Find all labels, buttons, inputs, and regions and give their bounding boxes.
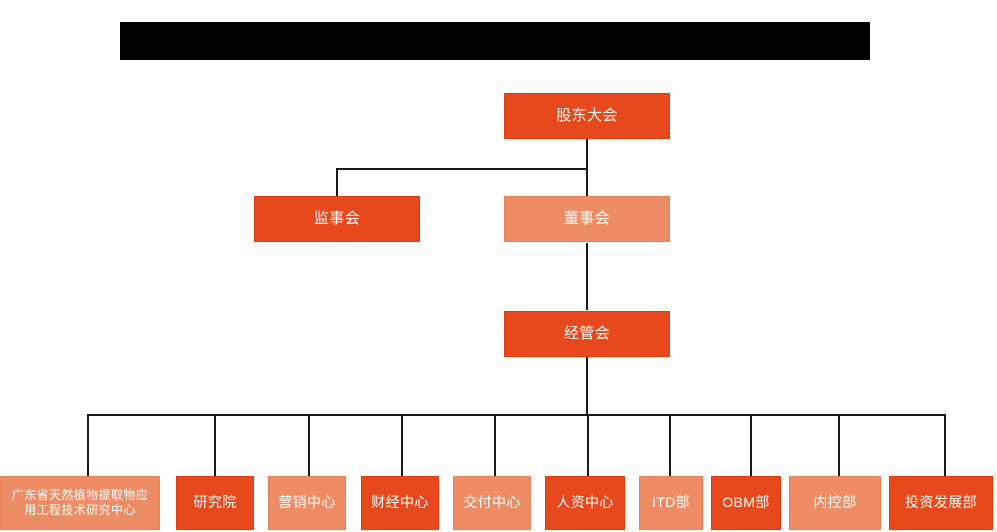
node-hr-center[interactable]: 人资中心: [545, 476, 625, 530]
connector-directors-up: [586, 168, 588, 196]
connector-supervisors-up: [336, 168, 338, 196]
connector-drop-itd-dept: [669, 414, 671, 476]
node-finance-center[interactable]: 财经中心: [361, 476, 439, 530]
connector-drop-delivery-center: [494, 414, 496, 476]
node-marketing-center[interactable]: 营销中心: [268, 476, 346, 530]
connector-drop-obm-dept: [750, 414, 752, 476]
connector-leaf-bus: [87, 414, 945, 416]
node-internal-control-dept[interactable]: 内控部: [789, 476, 881, 530]
connector-directors-to-management: [586, 243, 588, 310]
connector-drop-marketing-center: [308, 414, 310, 476]
node-research-institute[interactable]: 研究院: [176, 476, 254, 530]
node-investment-development-dept[interactable]: 投资发展部: [889, 476, 993, 530]
node-delivery-center[interactable]: 交付中心: [453, 476, 531, 530]
node-itd-dept[interactable]: ITD部: [639, 476, 703, 530]
connector-management-down: [586, 357, 588, 415]
connector-drop-finance-center: [401, 414, 403, 476]
connector-drop-investment-dev: [944, 414, 946, 476]
node-obm-dept[interactable]: OBM部: [711, 476, 781, 530]
node-board-of-directors[interactable]: 董事会: [504, 196, 670, 242]
connector-drop-internal-control: [838, 414, 840, 476]
connector-drop-hr-center: [587, 414, 589, 476]
node-management-committee[interactable]: 经管会: [504, 311, 670, 357]
node-board-of-supervisors[interactable]: 监事会: [254, 196, 420, 242]
connector-level2-bus: [336, 168, 588, 170]
connector-shareholders-down: [586, 138, 588, 169]
node-guangdong-research-center[interactable]: 广东省天然植物提取物应用工程技术研究中心: [0, 476, 160, 530]
node-shareholders-meeting[interactable]: 股东大会: [504, 93, 670, 139]
connector-drop-research-center: [87, 414, 89, 476]
redacted-title-bar: [120, 22, 870, 60]
connector-drop-research-institute: [214, 414, 216, 476]
